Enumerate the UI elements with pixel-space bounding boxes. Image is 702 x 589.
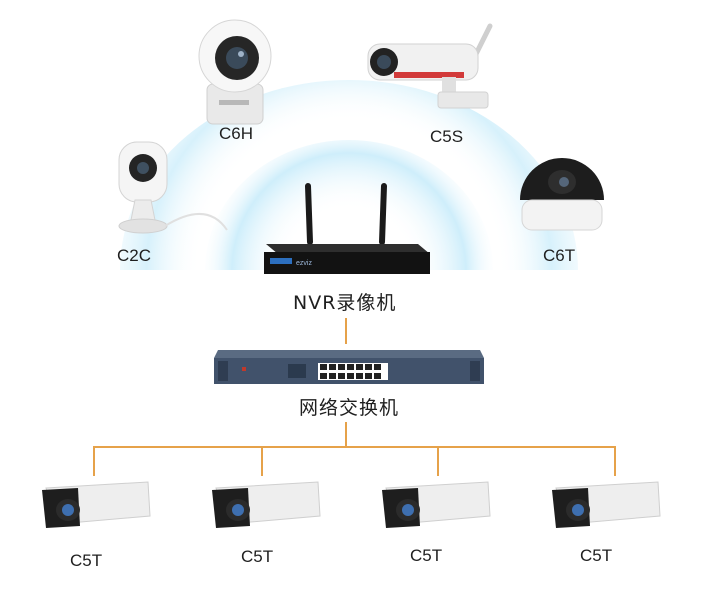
device-label-c2c: C2C xyxy=(117,246,152,265)
nvr-recorder-icon: ezviz xyxy=(264,183,430,274)
device-label-c6t: C6T xyxy=(543,246,576,265)
connector-drop-2 xyxy=(261,446,263,476)
switch-label: 网络交换机 xyxy=(299,397,400,419)
camera-label-c5t-1: C5T xyxy=(70,551,103,570)
connector-bus xyxy=(93,446,616,448)
bullet-camera-icon xyxy=(42,481,151,528)
pan-tilt-camera-icon xyxy=(198,19,272,125)
bullet-camera-icon xyxy=(552,481,661,528)
device-label-c5s: C5S xyxy=(430,127,464,146)
bullet-camera-icon xyxy=(367,23,493,109)
camera-label-c5t-2: C5T xyxy=(241,547,274,566)
device-label-c6h: C6H xyxy=(219,124,254,143)
connector-drop-3 xyxy=(437,446,439,476)
connector-drop-1 xyxy=(93,446,95,476)
mini-camera-icon xyxy=(118,141,228,234)
camera-label-c5t-3: C5T xyxy=(410,546,443,565)
nvr-label: NVR录像机 xyxy=(293,292,397,314)
nvr-brand-text: ezviz xyxy=(296,260,312,267)
connector-drop-4 xyxy=(614,446,616,476)
connector-switch-bus xyxy=(345,422,347,446)
network-switch-icon xyxy=(214,350,484,384)
camera-label-c5t-4: C5T xyxy=(580,546,613,565)
bullet-camera-icon xyxy=(212,481,321,528)
connector-nvr-switch xyxy=(345,318,347,344)
dome-camera-icon xyxy=(520,158,604,231)
bullet-camera-icon xyxy=(382,481,491,528)
